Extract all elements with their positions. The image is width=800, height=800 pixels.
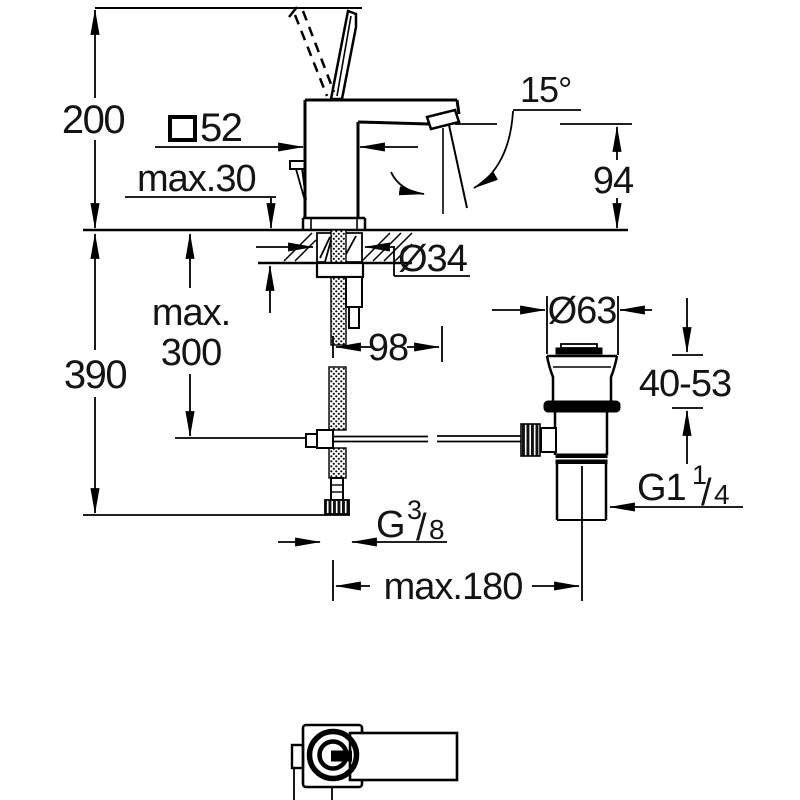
popup-actuator-tab (289, 160, 307, 202)
hose-thread-sup: 3 (407, 495, 422, 525)
logo-outer-ring (306, 728, 360, 782)
logo-g-bar (331, 750, 352, 762)
flexible-hose-upper (328, 366, 347, 431)
popup-waste-assembly (520, 343, 621, 521)
flexible-hose-lower (328, 447, 347, 479)
water-stream-line (448, 124, 468, 209)
deck-thickness-label: max.30 (137, 158, 256, 200)
below-deck-assembly (305, 229, 522, 515)
spout-angle-label: 15° (520, 69, 571, 110)
hose-connector-step2 (348, 306, 360, 329)
mounting-deck (83, 228, 628, 265)
waste-clamp-range-label: 40-53 (639, 363, 731, 405)
waste-thread-base: G1 (637, 467, 686, 509)
waste-thread-sub: 4 (714, 479, 730, 510)
lever-handle (329, 9, 358, 101)
knurled-knob (520, 423, 541, 457)
hose-depth-value-label: 300 (161, 332, 221, 374)
waste-plug-cap (555, 347, 603, 355)
top-view (290, 723, 459, 800)
total-height-label: 200 (62, 98, 124, 142)
hose-depth-word-label: max. (152, 292, 230, 334)
mounting-nut (315, 261, 365, 279)
below-deck-height-label: 390 (64, 353, 126, 397)
waste-flange-diameter-label: Ø63 (548, 290, 617, 332)
spout-height-label: 94 (593, 160, 634, 202)
lever-top-view (348, 731, 459, 782)
body-square-label: 52 (200, 106, 242, 150)
threaded-shank (330, 229, 347, 346)
popup-rod (305, 429, 522, 449)
hose-thread-base: G (376, 504, 405, 546)
hose-nut (324, 499, 350, 515)
hose-thread-label: G 3 / 8 (376, 495, 445, 549)
faucet-body (95, 6, 468, 230)
waste-gasket (543, 400, 621, 413)
dimension-lines (83, 8, 743, 601)
center-distance-label: max.180 (384, 566, 523, 608)
spout-top-view (290, 743, 305, 770)
waste-thread-label: G1 1 / 4 (637, 460, 730, 514)
waste-thread-slash: / (701, 472, 712, 514)
hose-connector-step1 (345, 276, 363, 308)
aerator (425, 108, 461, 131)
spout-reach-label: 98 (368, 327, 408, 369)
square-symbol (168, 115, 197, 142)
hole-diameter-label: Ø34 (398, 238, 468, 280)
rod-port (540, 427, 557, 453)
hose-thread-sub: 8 (429, 514, 445, 545)
waste-thread-sup: 1 (692, 460, 707, 490)
lever-handle-alt-position (288, 6, 336, 97)
hose-end-fitting (324, 477, 350, 515)
hose-thread-slash: / (416, 507, 427, 549)
dimension-labels: 200 52 max.30 15° 94 Ø34 max. 300 390 98… (62, 69, 732, 608)
